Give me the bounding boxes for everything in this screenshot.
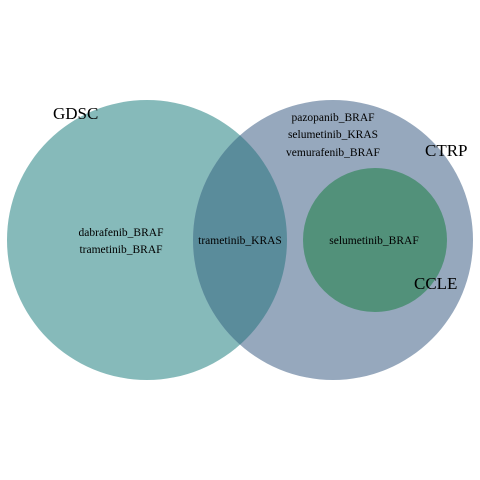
item-label: pazopanib_BRAF	[291, 112, 374, 124]
gdsc-label: GDSC	[53, 104, 98, 123]
gdsc-ctrp-overlap	[193, 100, 287, 380]
ctrp-label: CTRP	[425, 141, 468, 160]
item-label: vemurafenib_BRAF	[286, 147, 380, 159]
item-label: trametinib_KRAS	[198, 235, 282, 247]
item-label: selumetinib_BRAF	[329, 235, 418, 247]
gdsc-only-items: dabrafenib_BRAF trametinib_BRAF	[79, 227, 164, 256]
item-label: trametinib_BRAF	[79, 244, 162, 256]
item-label: dabrafenib_BRAF	[79, 227, 164, 239]
gdsc-ctrp-items: trametinib_KRAS	[198, 235, 282, 247]
ccle-circle	[303, 168, 447, 312]
ccle-items: selumetinib_BRAF	[329, 235, 418, 247]
ctrp-only-items: pazopanib_BRAF selumetinib_KRAS vemurafe…	[286, 112, 380, 159]
ccle-label: CCLE	[414, 274, 457, 293]
item-label: selumetinib_KRAS	[288, 129, 378, 141]
